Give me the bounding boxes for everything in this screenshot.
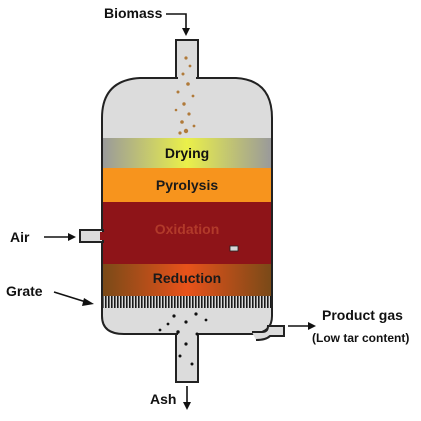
biomass-label: Biomass	[104, 5, 163, 21]
zone-label-reduction: Reduction	[153, 270, 221, 286]
product-gas-note: (Low tar content)	[312, 331, 409, 345]
ash-arrow-head	[183, 402, 191, 410]
zones: Drying Pyrolysis Oxidation Reduction	[103, 138, 271, 308]
biomass-callout: Biomass	[104, 5, 190, 36]
zone-label-pyrolysis: Pyrolysis	[156, 177, 218, 193]
oxidation-marker	[229, 245, 239, 252]
grate-arrow-head	[82, 298, 94, 306]
drying-zone	[103, 138, 271, 168]
biomass-arrow-head	[182, 28, 190, 36]
air-label: Air	[10, 229, 30, 245]
product-gas-arrow-head	[308, 322, 316, 330]
air-inlet-pipe	[79, 229, 104, 243]
ash-label: Ash	[150, 391, 176, 407]
grate-callout: Grate	[6, 283, 94, 306]
zone-label-drying: Drying	[165, 145, 209, 161]
grate-label: Grate	[6, 283, 43, 299]
pyrolysis-zone	[103, 168, 271, 202]
zone-label-oxidation: Oxidation	[155, 221, 220, 237]
grate	[103, 296, 271, 308]
product-gas-label: Product gas	[322, 307, 403, 323]
ash-particles	[158, 312, 208, 366]
oxidation-zone	[103, 202, 271, 264]
ash-callout: Ash	[150, 386, 191, 410]
air-inlet: Air	[10, 229, 105, 245]
product-gas-pipe	[252, 325, 285, 341]
product-gas-outlet: Product gas (Low tar content)	[252, 307, 409, 345]
air-arrow-head	[68, 233, 76, 241]
reduction-zone	[103, 264, 271, 296]
biomass-particles	[174, 56, 196, 135]
